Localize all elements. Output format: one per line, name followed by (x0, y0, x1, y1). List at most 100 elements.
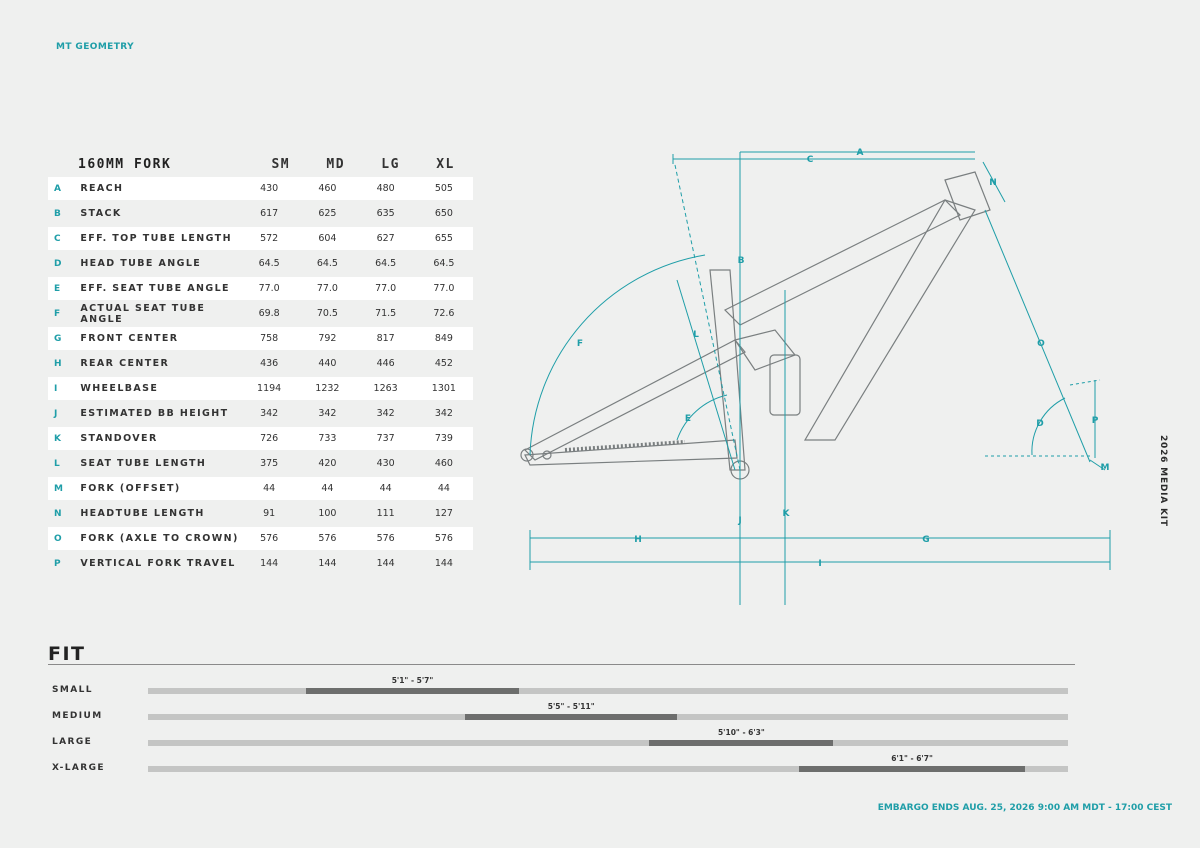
bike-geometry-diagram: A C B N L F O E D P M J K H G I (520, 148, 1111, 605)
fit-range-bar (465, 714, 677, 720)
row-value: 144 (260, 558, 279, 569)
row-value: 627 (376, 233, 395, 244)
fit-size-label: MEDIUM (52, 711, 103, 721)
row-letter: I (54, 383, 58, 394)
row-value: 737 (376, 433, 395, 444)
row-value: 342 (260, 408, 279, 419)
embargo-notice: EMBARGO ENDS AUG. 25, 2026 9:00 AM MDT -… (877, 803, 1172, 813)
row-name: WHEELBASE (80, 383, 159, 394)
row-value: 430 (376, 458, 395, 469)
row-value: 342 (434, 408, 453, 419)
label-k: K (783, 509, 791, 519)
row-value: 817 (376, 333, 395, 344)
head-tube (944, 171, 991, 221)
geometry-table-header: 160MM FORK SM MD LG XL (48, 153, 473, 175)
row-value: 71.5 (375, 308, 397, 319)
row-value: 1232 (315, 383, 340, 394)
row-letter: G (54, 333, 62, 344)
row-letter: O (54, 533, 62, 544)
row-value: 44 (321, 483, 334, 494)
row-name: STANDOVER (80, 433, 158, 444)
label-g: G (922, 535, 929, 545)
row-letter: B (54, 208, 61, 219)
row-value: 77.0 (258, 283, 280, 294)
row-name: HEAD TUBE ANGLE (80, 258, 202, 269)
fit-range-label: 5'10" - 6'3" (717, 728, 765, 737)
row-value: 1263 (373, 383, 398, 394)
row-name: REACH (80, 183, 124, 194)
dimension-labels: A C B N L F O E D P M J K H G I (577, 148, 1110, 569)
label-b: B (738, 256, 745, 266)
row-value: 144 (376, 558, 395, 569)
row-letter: A (54, 183, 61, 194)
label-a: A (857, 148, 864, 158)
label-f: F (577, 339, 583, 349)
rear-axle (520, 448, 534, 462)
row-value: 375 (260, 458, 279, 469)
fit-track: 5'5" - 5'11" (148, 702, 1068, 720)
seat-tube (709, 269, 746, 471)
row-name: FORK (AXLE TO CROWN) (80, 533, 239, 544)
label-o: O (1037, 339, 1045, 349)
label-e: E (685, 414, 691, 424)
label-l: L (693, 330, 699, 340)
label-i: I (818, 559, 821, 569)
label-h: H (634, 535, 642, 545)
row-value: 127 (434, 508, 453, 519)
label-n: N (989, 178, 997, 188)
media-kit-label: 2026 MEDIA KIT (1158, 435, 1168, 527)
row-name: EFF. SEAT TUBE ANGLE (80, 283, 230, 294)
fit-divider (48, 664, 1075, 665)
fit-range-label: 6'1" - 6'7" (891, 754, 933, 763)
row-value: 144 (318, 558, 337, 569)
row-letter: H (54, 358, 62, 369)
row-letter: P (54, 558, 61, 569)
row-letter: F (54, 308, 61, 319)
row-letter: M (54, 483, 63, 494)
section-label: MT GEOMETRY (56, 42, 135, 52)
row-name: REAR CENTER (80, 358, 170, 369)
down-tube (803, 199, 976, 441)
row-name: EFF. TOP TUBE LENGTH (80, 233, 232, 244)
pivot (542, 450, 552, 460)
row-value: 91 (263, 508, 276, 519)
row-value: 576 (318, 533, 337, 544)
size-lg-header: LG (381, 156, 400, 172)
row-value: 460 (434, 458, 453, 469)
row-letter: C (54, 233, 61, 244)
row-value: 576 (376, 533, 395, 544)
row-name: HEADTUBE LENGTH (80, 508, 205, 519)
row-value: 733 (318, 433, 337, 444)
seat-stay (523, 339, 746, 461)
fit-row: MEDIUM 5'5" - 5'11" (52, 702, 1072, 725)
row-value: 44 (379, 483, 392, 494)
row-value: 1301 (431, 383, 456, 394)
row-value: 342 (318, 408, 337, 419)
fit-track: 6'1" - 6'7" (148, 754, 1068, 772)
row-value: 111 (376, 508, 395, 519)
row-value: 440 (318, 358, 337, 369)
size-sm-header: SM (271, 156, 291, 172)
row-value: 849 (434, 333, 453, 344)
row-value: 576 (260, 533, 279, 544)
fit-size-label: X-LARGE (52, 763, 105, 773)
fit-range-bar (649, 740, 834, 746)
label-d: D (1036, 419, 1043, 429)
fit-range-bar (306, 688, 519, 694)
row-value: 625 (318, 208, 337, 219)
row-value: 77.0 (375, 283, 397, 294)
row-value: 480 (376, 183, 395, 194)
row-value: 77.0 (316, 283, 338, 294)
